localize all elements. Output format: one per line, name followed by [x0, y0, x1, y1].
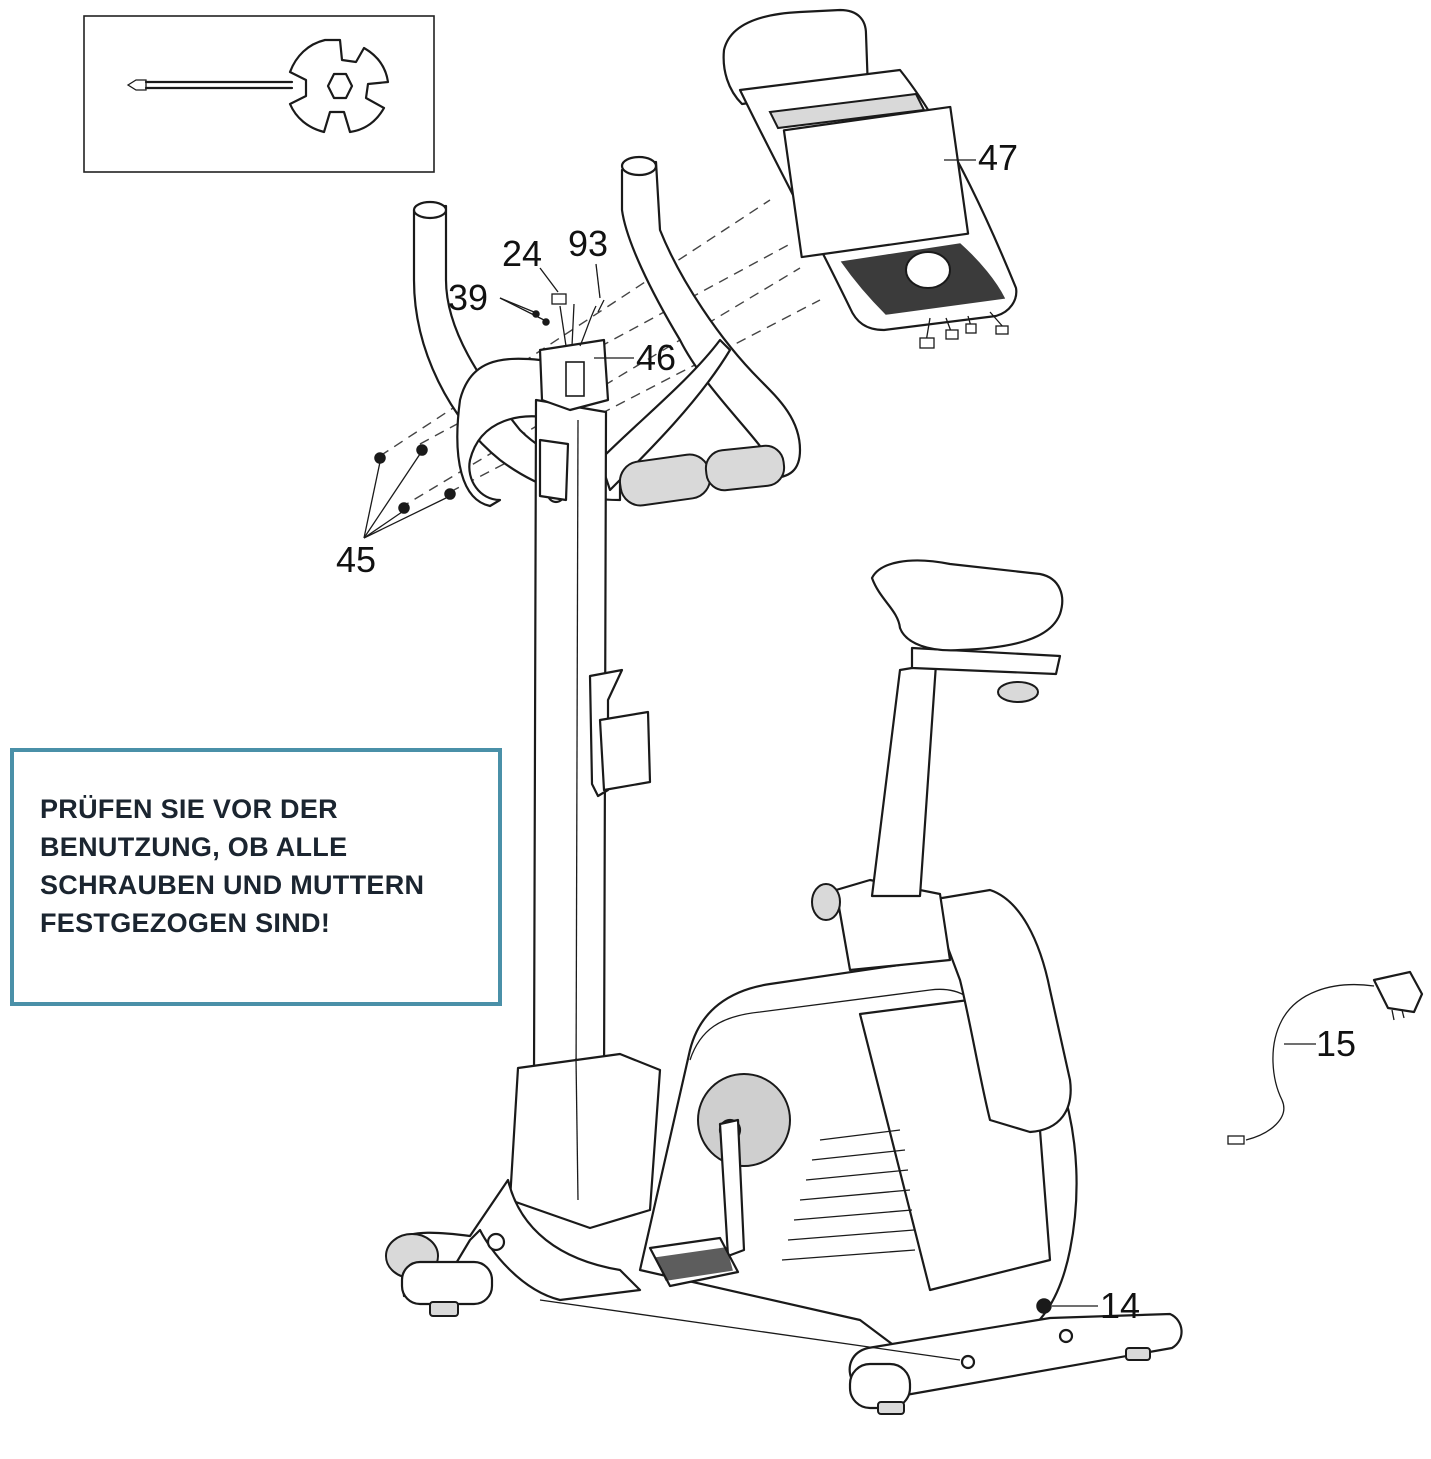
part-label-47: 47 — [978, 137, 1018, 178]
base-and-front-stabilizer — [385, 1052, 662, 1317]
console-bracket-parts — [499, 263, 634, 359]
power-adapter-icon — [1227, 970, 1424, 1145]
part-label-15: 15 — [1316, 1023, 1356, 1064]
warning-box: PRÜFEN SIE VOR DER BENUTZUNG, OB ALLE SC… — [10, 748, 502, 1006]
part-label-24: 24 — [502, 233, 542, 274]
console-display-icon — [722, 8, 1018, 349]
part-label-93: 93 — [568, 223, 608, 264]
leader-lines — [944, 159, 1316, 1307]
part-label-46: 46 — [636, 337, 676, 378]
handlebar — [412, 155, 802, 508]
tool-inset — [83, 15, 435, 173]
part-label-14: 14 — [1100, 1285, 1140, 1326]
screwdriver-wrench-icon — [126, 38, 390, 134]
part-label-39: 39 — [448, 277, 488, 318]
part-label-45: 45 — [336, 539, 376, 580]
front-mast — [532, 338, 652, 1092]
warning-text: PRÜFEN SIE VOR DER BENUTZUNG, OB ALLE SC… — [40, 794, 425, 938]
bike-frame — [539, 559, 1183, 1415]
screws-45 — [363, 444, 456, 539]
